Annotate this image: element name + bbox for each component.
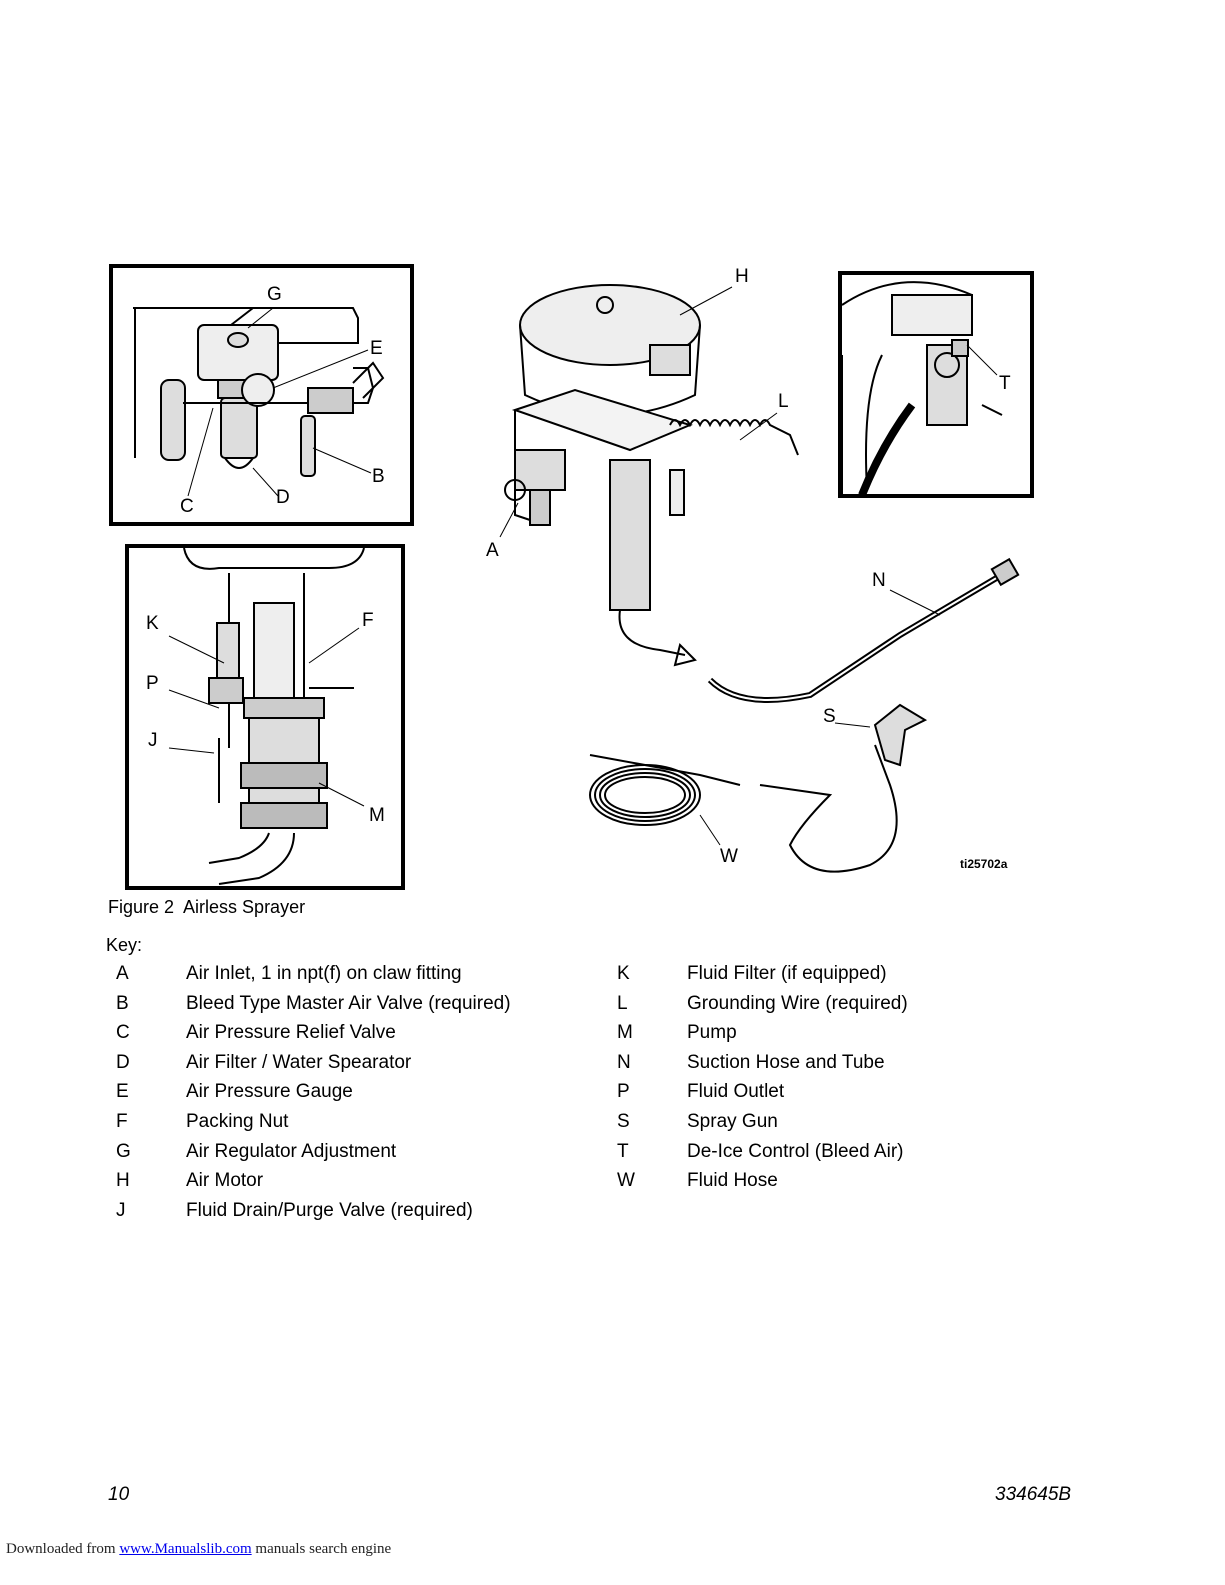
de-ice-drawing [842, 281, 1003, 494]
key-row: S Spray Gun [617, 1111, 1037, 1141]
key-letter: N [617, 1051, 631, 1073]
callout-L: L [778, 391, 789, 412]
callout-S: S [823, 706, 836, 727]
callout-J: J [148, 730, 158, 751]
key-letter: T [617, 1140, 629, 1162]
key-row: A Air Inlet, 1 in npt(f) on claw fitting [116, 963, 576, 993]
air-controls-drawing [133, 307, 385, 477]
key-letter: J [116, 1199, 126, 1221]
key-letter: D [116, 1051, 130, 1073]
callout-K: K [146, 613, 159, 634]
air-controls-leaders [187, 307, 372, 497]
key-row: N Suction Hose and Tube [617, 1052, 1037, 1082]
key-letter: L [617, 992, 628, 1014]
key-desc: Air Filter / Water Spearator [186, 1051, 412, 1073]
figure-caption: Figure 2 Airless Sprayer [108, 897, 306, 917]
key-heading-label: Key [106, 935, 138, 955]
inset-air-controls: G E B D C [109, 264, 414, 526]
de-ice-leader [966, 344, 998, 376]
key-row: F Packing Nut [116, 1111, 576, 1141]
key-row: B Bleed Type Master Air Valve (required) [116, 993, 576, 1023]
key-letter: C [116, 1022, 130, 1044]
callout-N: N [872, 570, 886, 591]
key-row: P Fluid Outlet [617, 1081, 1037, 1111]
callout-B: B [372, 466, 385, 487]
callout-F: F [362, 610, 374, 631]
callout-D: D [276, 487, 290, 508]
key-desc: Fluid Drain/Purge Valve (required) [186, 1199, 473, 1221]
callout-C: C [180, 496, 194, 517]
key-letter: M [617, 1022, 633, 1044]
download-prefix: Downloaded from [6, 1541, 120, 1557]
key-letter: B [116, 992, 129, 1014]
key-desc: Packing Nut [186, 1110, 289, 1132]
key-row: K Fluid Filter (if equipped) [617, 963, 1037, 993]
key-desc: Air Pressure Relief Valve [186, 1022, 396, 1044]
sprayer-main-drawing [504, 284, 1020, 873]
key-desc: Grounding Wire (required) [687, 992, 908, 1014]
key-row: C Air Pressure Relief Valve [116, 1022, 576, 1052]
callout-M: M [369, 805, 385, 826]
key-desc: Air Motor [186, 1170, 264, 1192]
key-row: J Fluid Drain/Purge Valve (required) [116, 1200, 576, 1230]
callout-W: W [720, 846, 738, 867]
inset-pump: K F P J M [125, 544, 405, 890]
key-row: L Grounding Wire (required) [617, 993, 1037, 1023]
key-letter: F [116, 1110, 128, 1132]
key-right-column: K Fluid Filter (if equipped) L Grounding W… [617, 963, 1037, 1200]
callout-G: G [267, 284, 282, 305]
key-letter: S [617, 1110, 630, 1132]
key-row: M Pump [617, 1022, 1037, 1052]
pump-drawing [183, 548, 365, 885]
callout-A: A [486, 540, 499, 561]
manualslib-link[interactable]: www.Manualslib.com [119, 1541, 252, 1557]
key-letter: G [116, 1140, 131, 1162]
key-desc: Bleed Type Master Air Valve (required) [186, 992, 511, 1014]
callout-T: T [999, 373, 1011, 394]
doc-number: 334645B [995, 1484, 1072, 1505]
inset-de-ice: T [838, 271, 1034, 498]
key-row: T De-Ice Control (Bleed Air) [617, 1141, 1037, 1171]
key-desc: Fluid Outlet [687, 1081, 785, 1103]
key-heading-suffix: : [137, 935, 143, 955]
key-desc: Spray Gun [687, 1110, 778, 1132]
key-letter: A [116, 963, 129, 984]
key-row: D Air Filter / Water Spearator [116, 1052, 576, 1082]
key-letter: H [116, 1170, 130, 1192]
callout-H: H [735, 266, 749, 287]
image-id: ti25702a [960, 857, 1008, 871]
pump-leaders [168, 627, 365, 807]
key-desc: Suction Hose and Tube [687, 1051, 885, 1073]
key-desc: Fluid Hose [687, 1170, 778, 1192]
key-letter: P [617, 1081, 630, 1103]
key-letter: W [617, 1170, 635, 1192]
key-row: G Air Regulator Adjustment [116, 1141, 576, 1171]
download-suffix: manuals search engine [251, 1541, 392, 1557]
page-number: 10 [108, 1484, 130, 1505]
key-row: H Air Motor [116, 1170, 576, 1200]
callout-P: P [146, 673, 159, 694]
key-desc: Fluid Filter (if equipped) [687, 963, 887, 984]
key-desc: Air Pressure Gauge [186, 1081, 353, 1103]
key-desc: Air Regulator Adjustment [186, 1140, 397, 1162]
key-row: E Air Pressure Gauge [116, 1081, 576, 1111]
key-desc: Air Inlet, 1 in npt(f) on claw fitting [186, 963, 462, 984]
key-desc: De-Ice Control (Bleed Air) [687, 1140, 904, 1162]
download-bar: Downloaded from www.Manualslib.com manua… [6, 1541, 391, 1558]
callout-E: E [370, 338, 383, 359]
figure-airless-sprayer: G E B D C [100, 255, 1040, 895]
key-letter: E [116, 1081, 129, 1103]
key-heading: Key: [106, 935, 142, 956]
key-row: W Fluid Hose [617, 1170, 1037, 1200]
key-letter: K [617, 963, 630, 984]
key-desc: Pump [687, 1022, 737, 1044]
